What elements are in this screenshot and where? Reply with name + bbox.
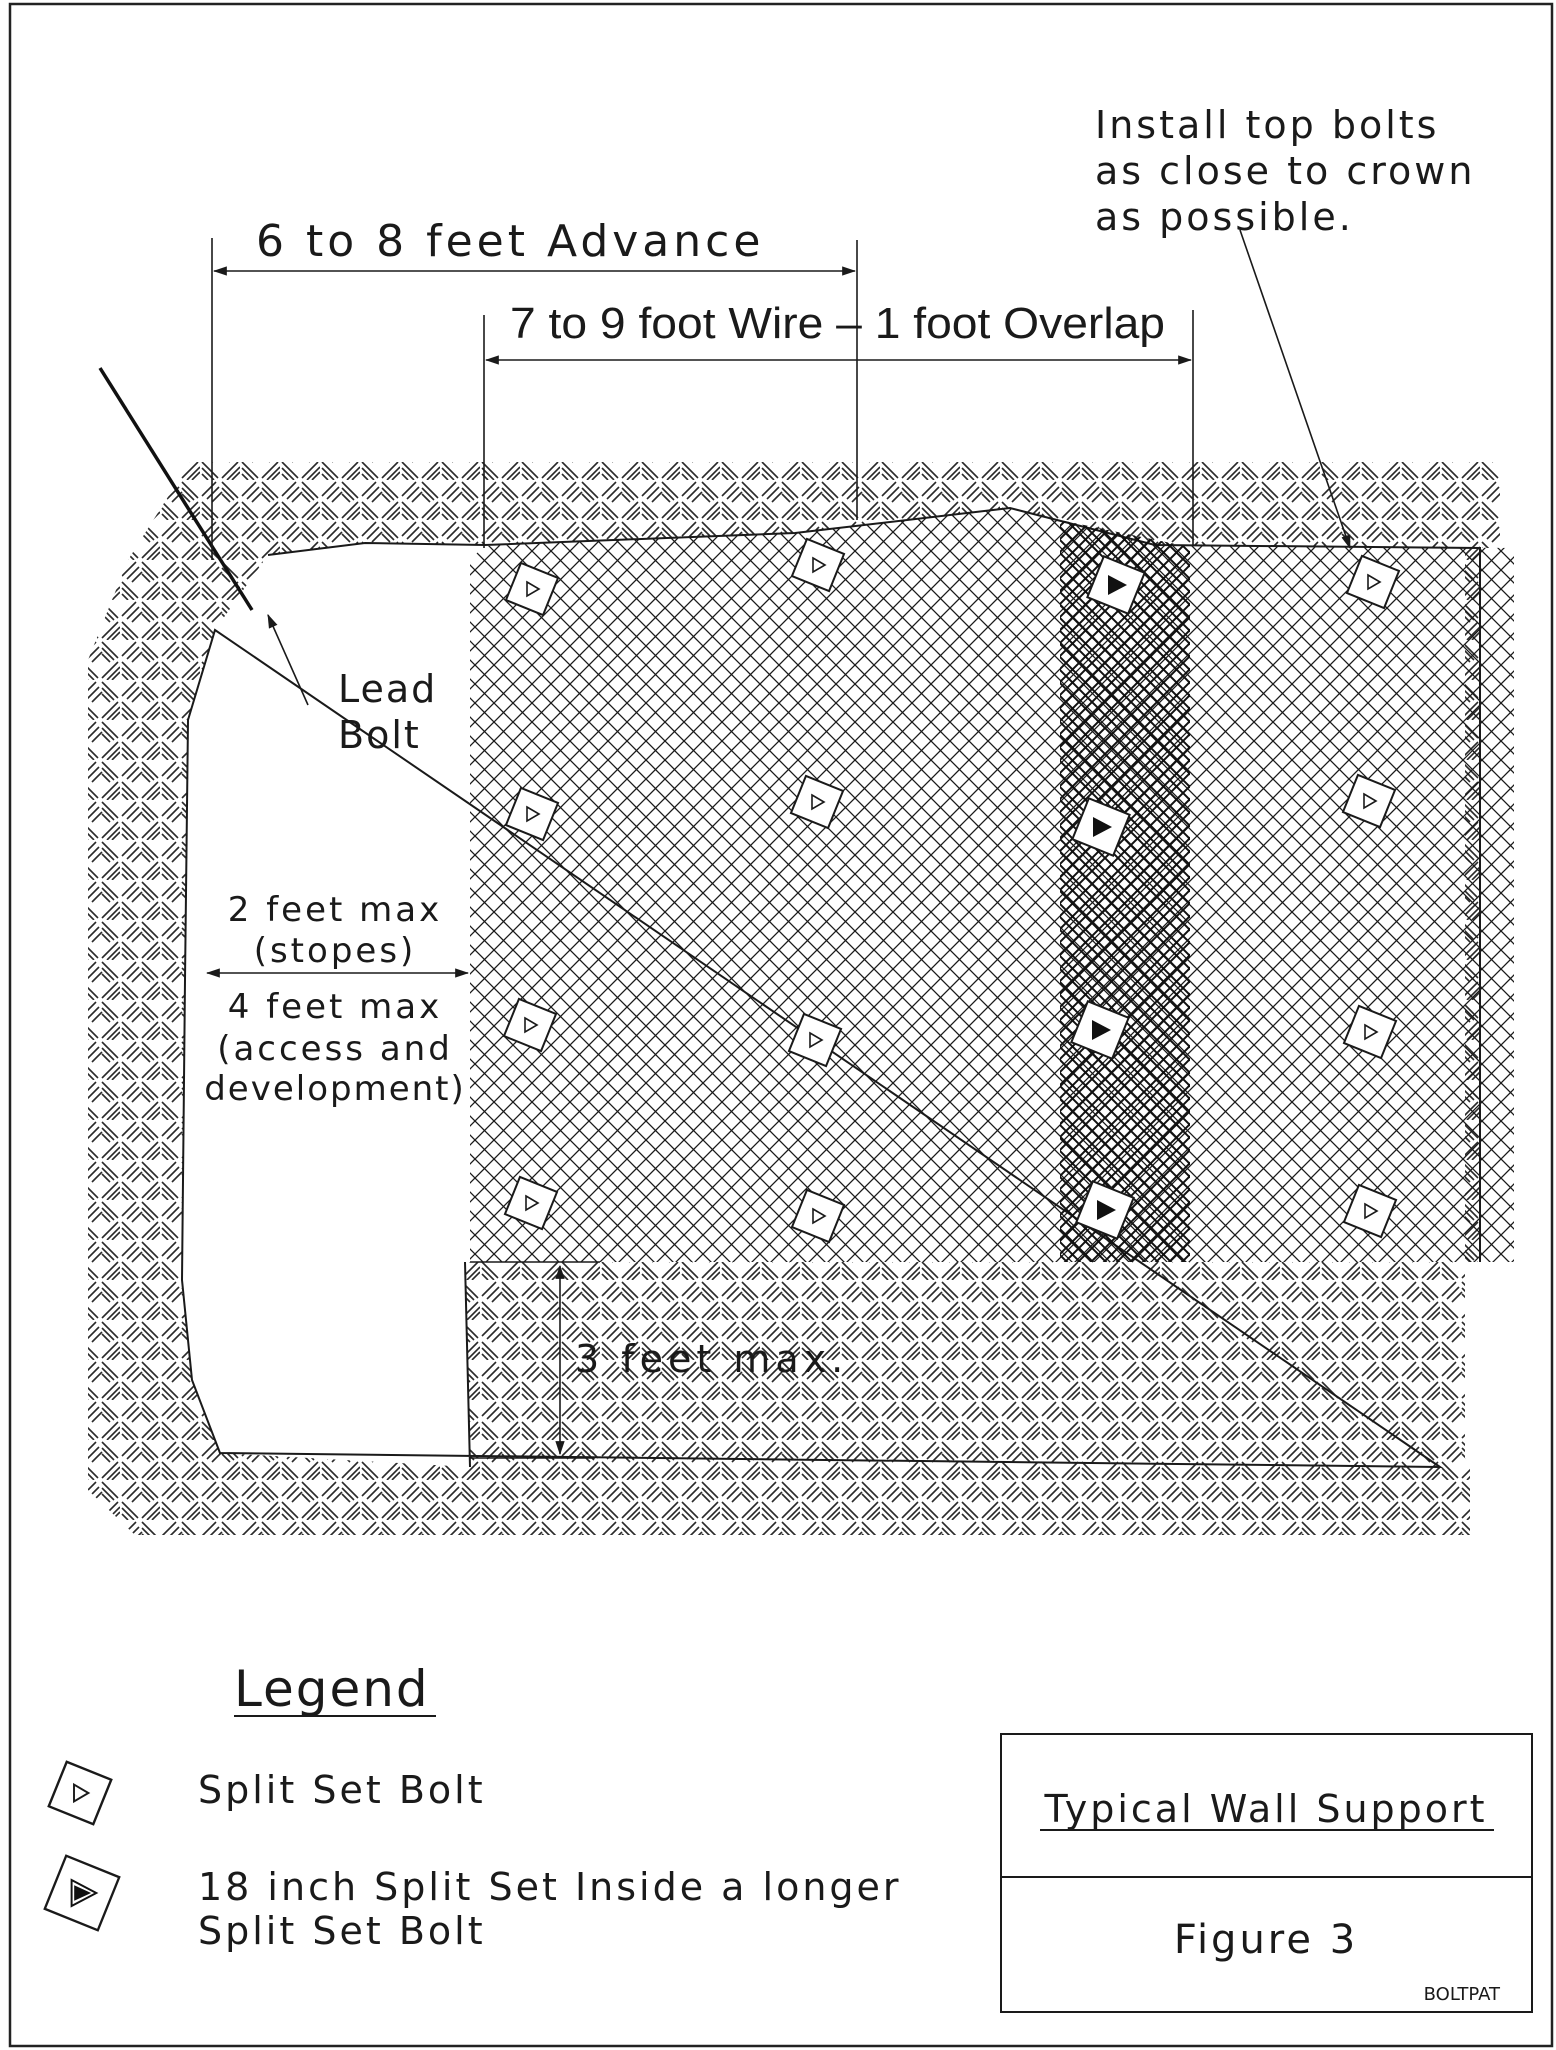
install-leader (1239, 229, 1351, 550)
stopes-label-line1: 2 feet max (228, 890, 442, 930)
title-block-code: BOLTPAT (1424, 1984, 1501, 2005)
legend-inner-label-line1: 18 inch Split Set Inside a longer (198, 1865, 902, 1909)
legend-split-set-label: Split Set Bolt (198, 1768, 486, 1812)
wire-label: 7 to 9 foot Wire – 1 foot Overlap (510, 299, 1165, 348)
install-label-line1: Install top bolts (1095, 103, 1439, 147)
access-label-line1: 4 feet max (228, 987, 442, 1027)
floor-gap-label: 3 feet max. (575, 1337, 848, 1381)
advance-label: 6 to 8 feet Advance (256, 216, 764, 267)
lead-bolt-pointer (267, 613, 309, 706)
title-block-title: Typical Wall Support (1043, 1787, 1487, 1831)
lead-bolt-label-line2: Bolt (338, 713, 421, 757)
wall-gap-label-bg (205, 880, 463, 1100)
lead-bolt (98, 367, 254, 611)
access-label-line3: development) (204, 1069, 466, 1109)
title-block (1000, 1733, 1533, 2013)
install-label-line3: as possible. (1095, 195, 1354, 239)
wire-mesh (470, 508, 1514, 1262)
legend-inner-label-line2: Split Set Bolt (198, 1909, 486, 1953)
legend-inner-symbol (43, 1854, 121, 1932)
title-block-figure: Figure 3 (1174, 1917, 1358, 1963)
lead-bolt-label-line1: Lead (338, 667, 437, 711)
legend-split-set-symbol (47, 1760, 113, 1826)
access-label-line2: (access and (217, 1029, 453, 1069)
page-border (8, 2, 1554, 2048)
mesh-overlap-zone (1060, 520, 1190, 1262)
legend-title: Legend (234, 1660, 430, 1718)
stopes-label-line2: (stopes) (254, 931, 417, 971)
install-label-line2: as close to crown (1095, 149, 1475, 193)
